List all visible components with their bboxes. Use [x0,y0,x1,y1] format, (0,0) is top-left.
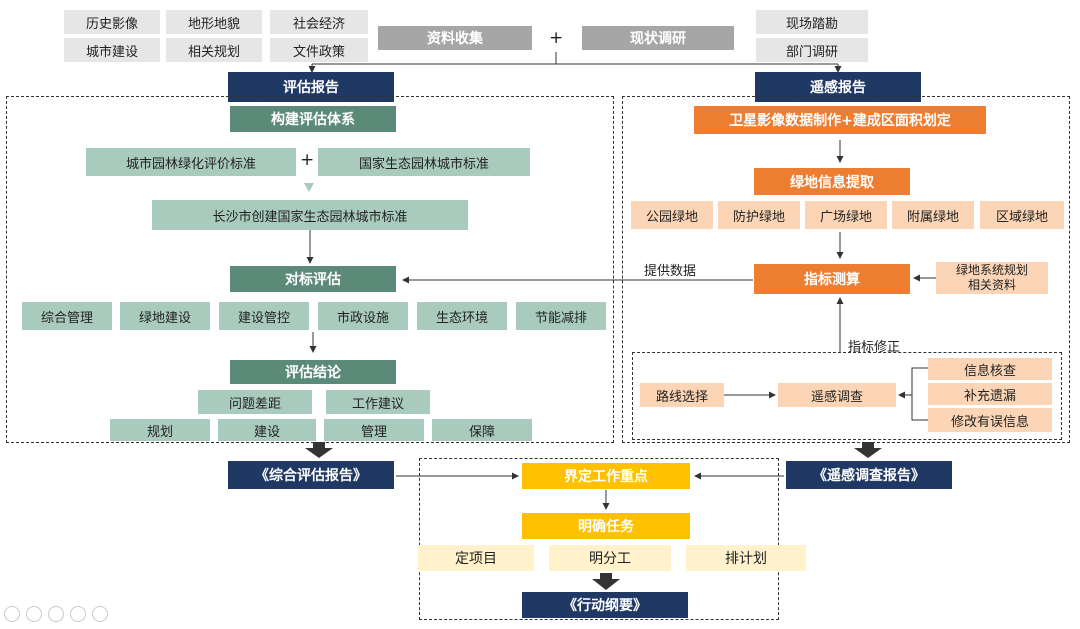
rs-panel [622,96,1070,443]
plan-reference-line1: 绿地系统规划 [955,263,1028,277]
pen-icon[interactable] [26,606,42,622]
zoom-icon[interactable] [70,606,86,622]
fix-errors: 修改有误信息 [928,408,1052,432]
measure-planning: 规划 [110,419,210,441]
data-collection-box: 资料收集 [378,26,532,50]
indicator-correction-label: 指标修正 [848,340,901,355]
measure-management: 管理 [324,419,424,441]
green-square: 广场绿地 [805,201,887,229]
benchmark-eval: 对标评估 [230,266,396,292]
schedule-plan: 排计划 [686,545,806,571]
green-regional: 区域绿地 [980,201,1064,229]
build-eval-system: 构建评估体系 [230,106,396,132]
rs-survey-report: 《遥感调查报告》 [786,461,952,489]
fill-missing: 补充遗漏 [928,383,1052,405]
prev-icon[interactable] [4,606,20,622]
eval-report-header: 评估报告 [228,72,394,102]
site-visit: 现场踏勘 [756,10,868,34]
source-history-images: 历史影像 [64,10,160,34]
check-info: 信息核查 [928,358,1052,380]
status-survey-box: 现状调研 [582,26,734,50]
standard-national-eco-garden: 国家生态园林城市标准 [318,148,530,176]
route-selection: 路线选择 [640,383,724,407]
comprehensive-eval-report: 《综合评估报告》 [228,461,394,489]
slideshow-controls[interactable] [4,606,108,622]
green-park: 公园绿地 [631,201,713,229]
source-urban-construction: 城市建设 [64,38,160,62]
green-attached: 附属绿地 [892,201,974,229]
clarify-tasks: 明确任务 [522,513,690,539]
plan-reference-box: 绿地系统规划 相关资料 [936,262,1048,294]
action-outline: 《行动纲要》 [522,592,688,618]
assign-roles: 明分工 [549,545,671,571]
plus-sign-top: + [549,28,564,48]
conclusion-suggestions: 工作建议 [326,390,430,414]
define-focus: 界定工作重点 [522,463,690,489]
set-projects: 定项目 [418,545,534,571]
standard-city-garden: 城市园林绿化评价标准 [86,148,296,176]
eval-conclusion: 评估结论 [230,360,396,384]
source-policy-docs: 文件政策 [270,38,368,62]
cat-municipal: 市政设施 [318,302,408,330]
provide-data-label: 提供数据 [644,264,697,279]
cat-energy: 节能减排 [516,302,606,330]
department-survey: 部门调研 [756,38,868,62]
source-terrain: 地形地貌 [166,10,262,34]
cat-ecology: 生态环境 [417,302,507,330]
conclusion-gaps: 问题差距 [198,390,312,414]
measure-guarantee: 保障 [432,419,532,441]
green-protective: 防护绿地 [718,201,800,229]
cat-construction-control: 建设管控 [219,302,309,330]
green-info-extract: 绿地信息提取 [754,168,910,195]
source-socio-economy: 社会经济 [270,10,368,34]
eval-panel [6,96,614,443]
plus-sign-standards: + [300,150,315,170]
slides-icon[interactable] [48,606,64,622]
plan-reference-line2: 相关资料 [967,278,1016,292]
standard-changsha: 长沙市创建国家生态园林城市标准 [152,200,468,230]
cat-greenland: 绿地建设 [120,302,210,330]
rs-survey: 遥感调查 [778,383,896,407]
indicator-calc: 指标测算 [754,264,910,294]
action-panel [419,458,779,620]
survey-panel [632,352,1062,440]
measure-construction: 建设 [218,419,316,441]
rs-report-header: 遥感报告 [755,72,921,102]
satellite-processing: 卫星影像数据制作+建成区面积划定 [694,106,986,134]
source-related-plans: 相关规划 [166,38,262,62]
cat-management: 综合管理 [22,302,112,330]
more-icon[interactable] [92,606,108,622]
